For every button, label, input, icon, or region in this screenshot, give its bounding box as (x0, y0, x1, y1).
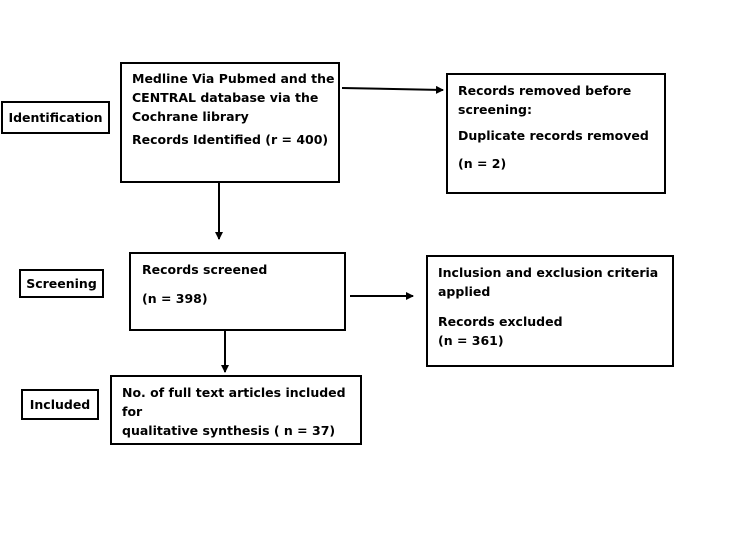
records-screened-box: Records screened (n = 398) (129, 252, 346, 331)
included-line-2: qualitative synthesis ( n = 37) (122, 423, 336, 438)
included-articles-box: No. of full text articles included for q… (110, 375, 362, 445)
criteria-title-line-1: Inclusion and exclusion criteria (438, 265, 659, 280)
included-line-1: No. of full text articles included for (122, 385, 346, 419)
records-excluded-label: Records excluded (438, 314, 563, 329)
records-screened-count: (n = 398) (142, 291, 208, 306)
records-removed-count: (n = 2) (458, 156, 507, 171)
records-identified-box: Medline Via Pubmed and the CENTRAL datab… (120, 62, 340, 183)
duplicate-records-label: Duplicate records removed (458, 128, 649, 143)
removed-title-line-1: Records removed before (458, 83, 632, 98)
source-line-2: CENTRAL database via the (132, 90, 319, 105)
source-line-1: Medline Via Pubmed and the (132, 71, 335, 86)
stage-label-included: Included (21, 389, 99, 420)
arrow-identified-to-removed (341, 85, 444, 94)
records-excluded-box: Inclusion and exclusion criteria applied… (426, 255, 674, 367)
criteria-title-line-2: applied (438, 284, 491, 299)
stage-label-identification: Identification (1, 101, 110, 134)
records-identified-count: Records Identified (r = 400) (132, 132, 329, 147)
removed-title-line-2: screening: (458, 102, 532, 117)
source-line-3: Cochrane library (132, 109, 249, 124)
records-screened-title: Records screened (142, 262, 268, 277)
records-excluded-count: (n = 361) (438, 333, 504, 348)
stage-label-screening: Screening (19, 269, 104, 298)
records-removed-box: Records removed before screening: Duplic… (446, 73, 666, 194)
